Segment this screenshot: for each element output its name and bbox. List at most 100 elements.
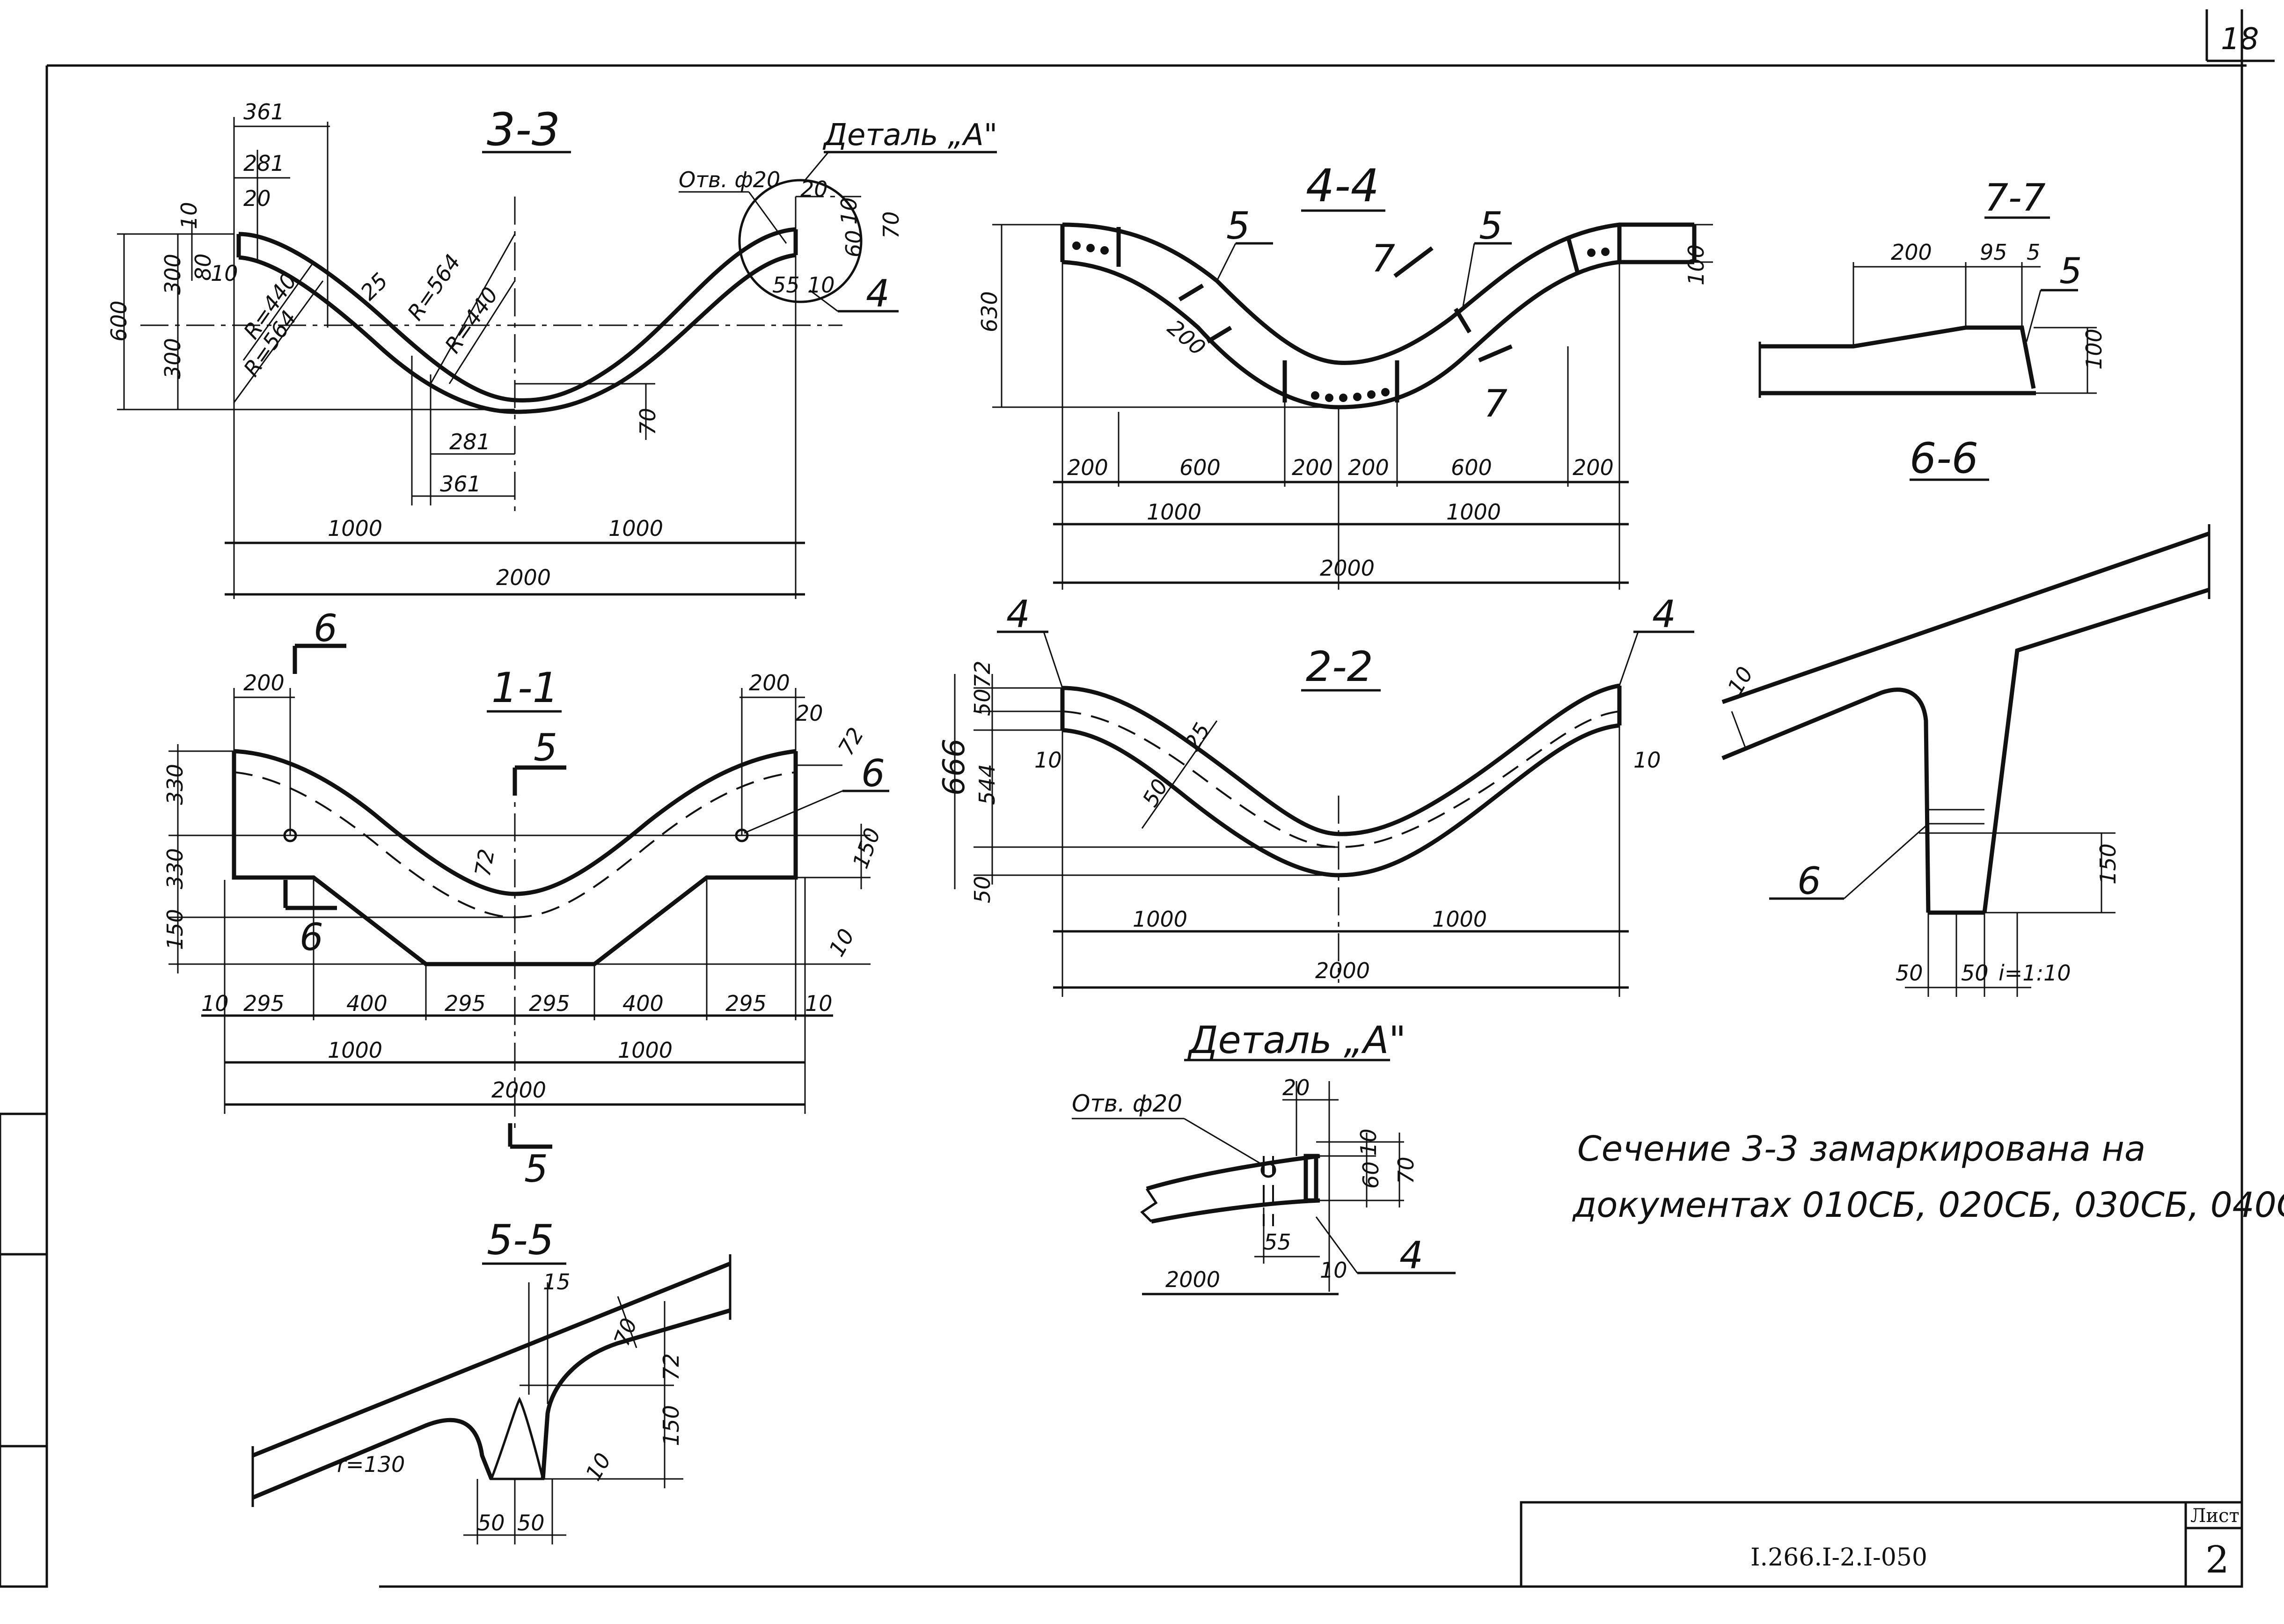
dim-295-a: 295 xyxy=(243,991,285,1016)
dim-r130: r=130 xyxy=(337,1452,405,1477)
section-2-2-dashed-center xyxy=(1062,710,1620,849)
hole-label: Отв. ф20 xyxy=(1072,1090,1182,1117)
cut-5-bottom: 5 xyxy=(524,1147,548,1191)
dim-10-detail: 10 xyxy=(836,197,862,225)
dim-150-left: 150 xyxy=(162,909,188,950)
dim-10-left: 10 xyxy=(1034,747,1062,773)
dim-100-right: 100 xyxy=(1684,244,1709,285)
dim-95: 95 xyxy=(1980,240,2007,265)
part-4-label: 4 xyxy=(866,272,890,315)
dim-200-b: 200 xyxy=(1292,455,1333,480)
dim-50-a: 50 xyxy=(970,688,995,716)
section-4-4-top-edge xyxy=(1062,222,1694,365)
dim-10-right: 10 xyxy=(1633,747,1661,773)
dim-200: 200 xyxy=(1891,240,1932,265)
weld-dots xyxy=(1072,241,1610,402)
hole-label: Отв. ф20 xyxy=(679,167,780,192)
dim-295-c: 295 xyxy=(529,991,570,1016)
dim-200-left: 200 xyxy=(243,670,285,695)
callout-6: 6 xyxy=(861,752,885,795)
dim-80: 80 xyxy=(190,253,216,281)
section-4-4-title: 4-4 xyxy=(1306,160,1379,212)
detail-a-ref: Деталь „А" xyxy=(822,118,997,153)
dim-72: 72 xyxy=(659,1353,684,1381)
dim-50-b: 50 xyxy=(517,1510,545,1536)
marking-note: Сечение 3-3 замаркирована на документах … xyxy=(1572,1129,2284,1225)
dim-361-bottom: 361 xyxy=(440,471,481,497)
dim-600-a: 600 xyxy=(1179,455,1221,480)
dim-50-a: 50 xyxy=(1896,960,1923,986)
dim-361-top: 361 xyxy=(243,99,285,124)
callout-5-left: 5 xyxy=(1226,204,1250,248)
section-3-3-top-edge xyxy=(238,227,796,403)
section-2-2: 2-2 4 4 72 50 666 544 50 10 25 50 10 xyxy=(937,593,1694,997)
callout-4-left: 4 xyxy=(1006,593,1030,636)
dim-400-a: 400 xyxy=(346,991,388,1016)
note-line-2: документах 010СБ, 020СБ, 030СБ, 040СБ xyxy=(1572,1185,2284,1225)
dim-150: 150 xyxy=(2095,843,2121,885)
dim-55-detail: 55 xyxy=(772,272,800,298)
dim-2000: 2000 xyxy=(496,565,551,590)
dim-5: 5 xyxy=(2027,240,2040,265)
dim-150-right: 150 xyxy=(848,825,886,872)
dim-630: 630 xyxy=(977,291,1002,332)
dim-2000: 2000 xyxy=(1315,958,1370,983)
dim-15: 15 xyxy=(543,1269,571,1295)
sheet-number: 2 xyxy=(2205,1538,2229,1581)
dim-10-top: 10 xyxy=(176,202,202,229)
callout-7-bottom: 7 xyxy=(1484,382,1508,425)
dim-10-b: 10 xyxy=(1320,1258,1347,1283)
dim-55: 55 xyxy=(1264,1229,1291,1255)
dim-200-c: 200 xyxy=(1348,455,1389,480)
dim-72: 72 xyxy=(970,660,995,688)
dim-600: 600 xyxy=(106,300,132,342)
dim-200-a: 200 xyxy=(1067,455,1108,480)
callout-7-top: 7 xyxy=(1371,237,1395,280)
dim-600-b: 600 xyxy=(1451,455,1492,480)
dim-r440-b: R=440 xyxy=(440,283,503,358)
dim-330-a: 330 xyxy=(162,764,188,805)
dim-72-center: 72 xyxy=(470,847,499,878)
dim-2000: 2000 xyxy=(1320,556,1375,581)
dim-400-b: 400 xyxy=(622,991,664,1016)
dim-70: 70 xyxy=(1393,1156,1419,1184)
dim-70-detail: 70 xyxy=(878,211,904,239)
cut-6-top: 6 xyxy=(314,607,337,650)
section-4-4: 4-4 200 5 5 7 7 630 xyxy=(977,160,1713,590)
callout-4-right: 4 xyxy=(1652,593,1676,636)
dim-10-left: 10 xyxy=(201,991,229,1016)
dim-r564-b: R=564 xyxy=(403,250,466,325)
section-6-6-title: 6-6 xyxy=(1910,434,1978,483)
section-3-3: 3-3 361 281 10 20 80 10 300 300 600 R=44… xyxy=(106,99,997,599)
dim-295-b: 295 xyxy=(445,991,486,1016)
detail-a-marker xyxy=(738,179,863,303)
corner-number: 18 xyxy=(2221,22,2259,57)
dim-1000-b: 1000 xyxy=(1432,907,1487,932)
dim-60-10: 60 xyxy=(841,230,866,257)
dim-10-end: 10 xyxy=(805,991,833,1016)
title-block: I.266.I-2.I-050 Лист 2 xyxy=(1520,1501,2243,1588)
dim-20-detail: 20 xyxy=(800,176,828,202)
section-1-1: 1-1 6 5 6 6 330 330 150 xyxy=(162,607,889,1191)
dim-1000-a: 1000 xyxy=(328,1038,382,1063)
section-7-7: 7-7 200 95 5 100 5 xyxy=(1758,176,2107,398)
dim-666: 666 xyxy=(937,739,972,796)
section-4-4-bottom-edge xyxy=(1062,260,1694,410)
dim-100: 100 xyxy=(2081,329,2107,370)
dim-10-right: 10 xyxy=(824,924,859,961)
dim-1000-b: 1000 xyxy=(618,1038,673,1063)
dim-281-bottom: 281 xyxy=(449,429,490,454)
part-4-label: 4 xyxy=(1399,1234,1423,1277)
dim-1000-right: 1000 xyxy=(608,516,663,541)
section-6-6: 6-6 150 10 50 50 i=1:10 6 xyxy=(1721,434,2211,997)
slope: i=1:10 xyxy=(1998,960,2071,986)
dim-200-right: 200 xyxy=(749,670,790,695)
dim-20: 20 xyxy=(1282,1075,1310,1100)
dim-70: 70 xyxy=(635,408,660,435)
dim-20-top: 20 xyxy=(243,186,271,211)
dim-200-diag: 200 xyxy=(1163,315,1210,360)
cut-5-top: 5 xyxy=(534,726,557,769)
section-7-7-title: 7-7 xyxy=(1984,176,2046,219)
dim-20-right: 20 xyxy=(796,701,823,726)
